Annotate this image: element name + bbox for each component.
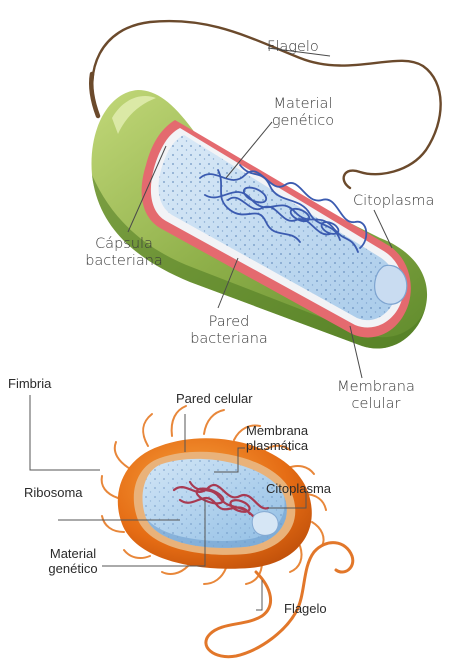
label-capsula-bacteriana: Cápsula bacteriana <box>82 236 166 269</box>
bottom-inclusion <box>252 512 278 536</box>
label-capsula-line2: bacteriana <box>82 253 166 270</box>
label-ribosoma: Ribosoma <box>24 486 83 501</box>
label-material-genetico-bottom-line1: Material <box>40 547 106 562</box>
label-membrana-plasmatica: Membrana plasmática <box>246 424 308 454</box>
label-material-genetico-top-line2: genético <box>266 113 340 130</box>
label-fimbria: Fimbria <box>8 377 51 392</box>
label-flagelo-top: Flagelo <box>267 39 319 56</box>
label-membrana-plasmatica-line2: plasmática <box>246 439 308 454</box>
label-pared-line2: bacteriana <box>187 331 271 348</box>
label-membrana-celular-line1: Membrana <box>333 379 419 396</box>
label-material-genetico-top: Material genético <box>266 96 340 129</box>
label-pared-line1: Pared <box>187 314 271 331</box>
label-membrana-celular: Membrana celular <box>333 379 419 412</box>
label-pared-bacteriana: Pared bacteriana <box>187 314 271 347</box>
label-capsula-line1: Cápsula <box>82 236 166 253</box>
top-inclusion <box>375 265 407 304</box>
label-material-genetico-top-line1: Material <box>266 96 340 113</box>
label-membrana-celular-line2: celular <box>333 396 419 413</box>
label-pared-celular: Pared celular <box>176 392 253 407</box>
label-membrana-plasmatica-line1: Membrana <box>246 424 308 439</box>
label-material-genetico-bottom: Material genético <box>40 547 106 577</box>
label-citoplasma-bottom: Citoplasma <box>266 482 331 497</box>
top-flagellum-base <box>91 74 98 116</box>
label-flagelo-bottom: Flagelo <box>284 602 327 617</box>
label-material-genetico-bottom-line2: genético <box>40 562 106 577</box>
label-citoplasma-top: Citoplasma <box>353 193 434 210</box>
